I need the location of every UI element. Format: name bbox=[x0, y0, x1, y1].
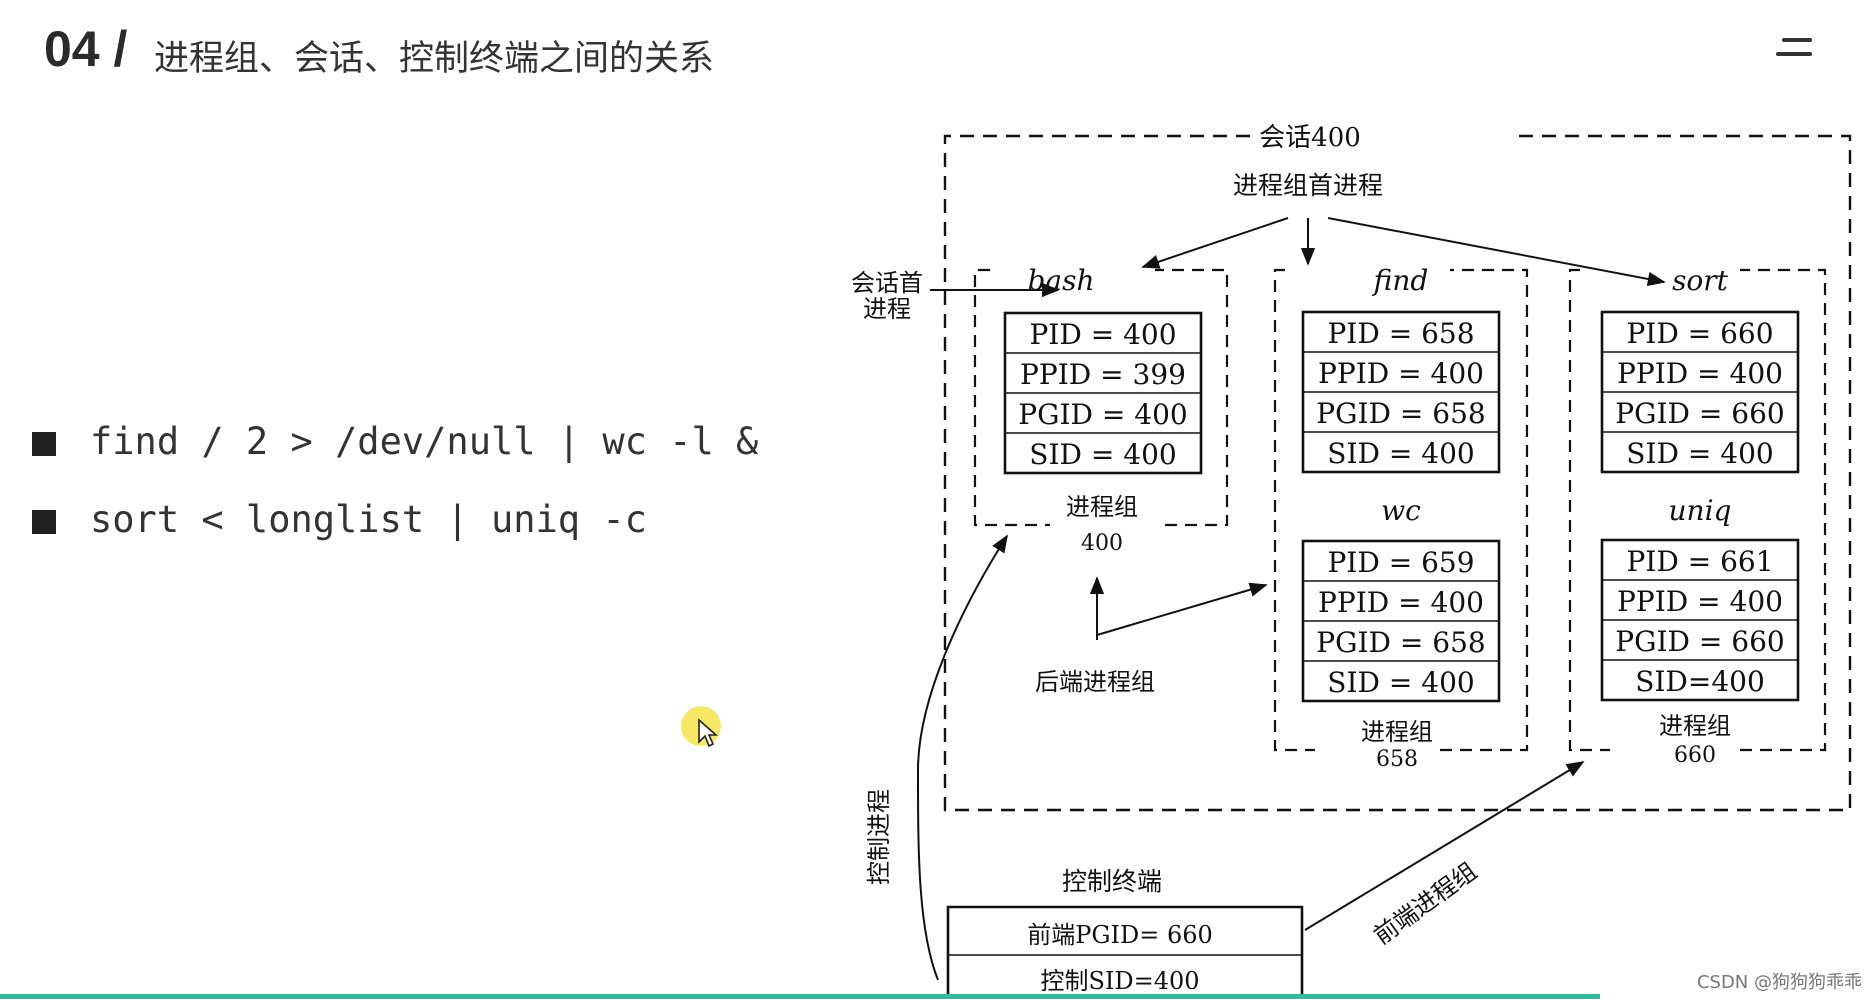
bullet-text: sort < longlist | uniq -c bbox=[90, 498, 647, 541]
process-field: PGID = 660 bbox=[1615, 625, 1784, 658]
terminal-row: 控制SID=400 bbox=[1040, 967, 1199, 995]
group-label: 进程组 bbox=[1066, 493, 1138, 521]
group-leader-label: 进程组首进程 bbox=[1233, 171, 1383, 200]
process-field: PID = 660 bbox=[1626, 317, 1773, 350]
group-id: 658 bbox=[1376, 747, 1418, 772]
group-box-660 bbox=[1568, 268, 1827, 752]
process-field: PGID = 658 bbox=[1316, 397, 1485, 430]
progress-bar bbox=[0, 994, 1600, 999]
process-box-find: PID = 658 PPID = 400 PGID = 658 SID = 40… bbox=[1301, 310, 1501, 474]
group-id: 400 bbox=[1081, 531, 1123, 556]
process-name: bash bbox=[1027, 264, 1094, 297]
watermark: CSDN @狗狗狗乖乖 bbox=[1696, 972, 1862, 993]
process-field: SID = 400 bbox=[1327, 437, 1474, 470]
mouse-pointer-icon bbox=[698, 718, 719, 748]
process-field: PID = 400 bbox=[1029, 318, 1176, 351]
process-field: PGID = 658 bbox=[1316, 626, 1485, 659]
group-label: 进程组 bbox=[1361, 718, 1433, 746]
process-field: SID = 400 bbox=[1626, 437, 1773, 470]
slide-number: 04 / bbox=[44, 21, 128, 77]
arrow-controlling-process bbox=[916, 534, 1008, 981]
background-group-label: 后端进程组 bbox=[1035, 668, 1155, 696]
process-name: sort bbox=[1672, 264, 1729, 297]
process-name: uniq bbox=[1669, 494, 1732, 527]
process-field: SID=400 bbox=[1635, 665, 1765, 698]
arrow-leader-to-bash bbox=[1141, 217, 1289, 269]
controlling-terminal-box: 前端PGID= 660 控制SID=400 bbox=[946, 905, 1304, 998]
process-name: wc bbox=[1381, 494, 1421, 527]
process-field: PID = 661 bbox=[1626, 545, 1773, 578]
bullet-item: find / 2 > /dev/null | wc -l & bbox=[30, 420, 758, 592]
session-leader-label: 进程 bbox=[863, 295, 911, 323]
bullet-item: sort < longlist | uniq -c bbox=[30, 498, 647, 670]
foreground-group-label: 前端进程组 bbox=[1369, 857, 1483, 950]
process-box-uniq: PID = 661 PPID = 400 PGID = 660 SID=400 bbox=[1600, 538, 1800, 702]
slide-title: 进程组、会话、控制终端之间的关系 bbox=[154, 39, 715, 79]
process-field: PGID = 660 bbox=[1615, 397, 1784, 430]
arrow-leader-to-sort bbox=[1327, 217, 1666, 287]
terminal-row: 前端PGID= 660 bbox=[1027, 921, 1213, 949]
process-field: SID = 400 bbox=[1029, 438, 1176, 471]
process-field: SID = 400 bbox=[1327, 666, 1474, 699]
bullet-text: find / 2 > /dev/null | wc -l & bbox=[90, 420, 759, 463]
group-id: 660 bbox=[1674, 743, 1716, 768]
process-box-sort: PID = 660 PPID = 400 PGID = 660 SID = 40… bbox=[1600, 310, 1800, 474]
session-boundary bbox=[943, 134, 1852, 812]
square-bullet-icon bbox=[32, 510, 56, 534]
process-field: PPID = 400 bbox=[1318, 586, 1484, 619]
arrow-background-to-wc bbox=[1096, 582, 1268, 636]
session-label: 会话400 bbox=[1259, 123, 1361, 153]
terminal-title: 控制终端 bbox=[1062, 867, 1162, 896]
process-box-wc: PID = 659 PPID = 400 PGID = 658 SID = 40… bbox=[1301, 539, 1501, 703]
menu-icon[interactable] bbox=[1776, 36, 1812, 60]
process-relationship-diagram: 会话400 进程组首进程 会话首 进程 bash PID = 400 PPID … bbox=[851, 123, 1852, 998]
process-box-bash: PID = 400 PPID = 399 PGID = 400 SID = 40… bbox=[1003, 311, 1203, 475]
group-box-400 bbox=[973, 268, 1229, 527]
session-leader-label: 会话首 bbox=[851, 269, 923, 297]
process-field: PPID = 400 bbox=[1318, 357, 1484, 390]
arrow-foreground-group bbox=[1304, 761, 1585, 931]
process-field: PPID = 400 bbox=[1617, 357, 1783, 390]
process-field: PPID = 399 bbox=[1020, 358, 1186, 391]
square-bullet-icon bbox=[32, 432, 56, 456]
group-box-658 bbox=[1273, 268, 1529, 752]
group-label: 进程组 bbox=[1659, 712, 1731, 740]
controlling-process-label: 控制进程 bbox=[865, 789, 893, 885]
process-field: PID = 658 bbox=[1327, 317, 1474, 350]
process-field: PPID = 400 bbox=[1617, 585, 1783, 618]
process-field: PGID = 400 bbox=[1018, 398, 1187, 431]
process-field: PID = 659 bbox=[1327, 546, 1474, 579]
process-name: find bbox=[1372, 264, 1429, 297]
